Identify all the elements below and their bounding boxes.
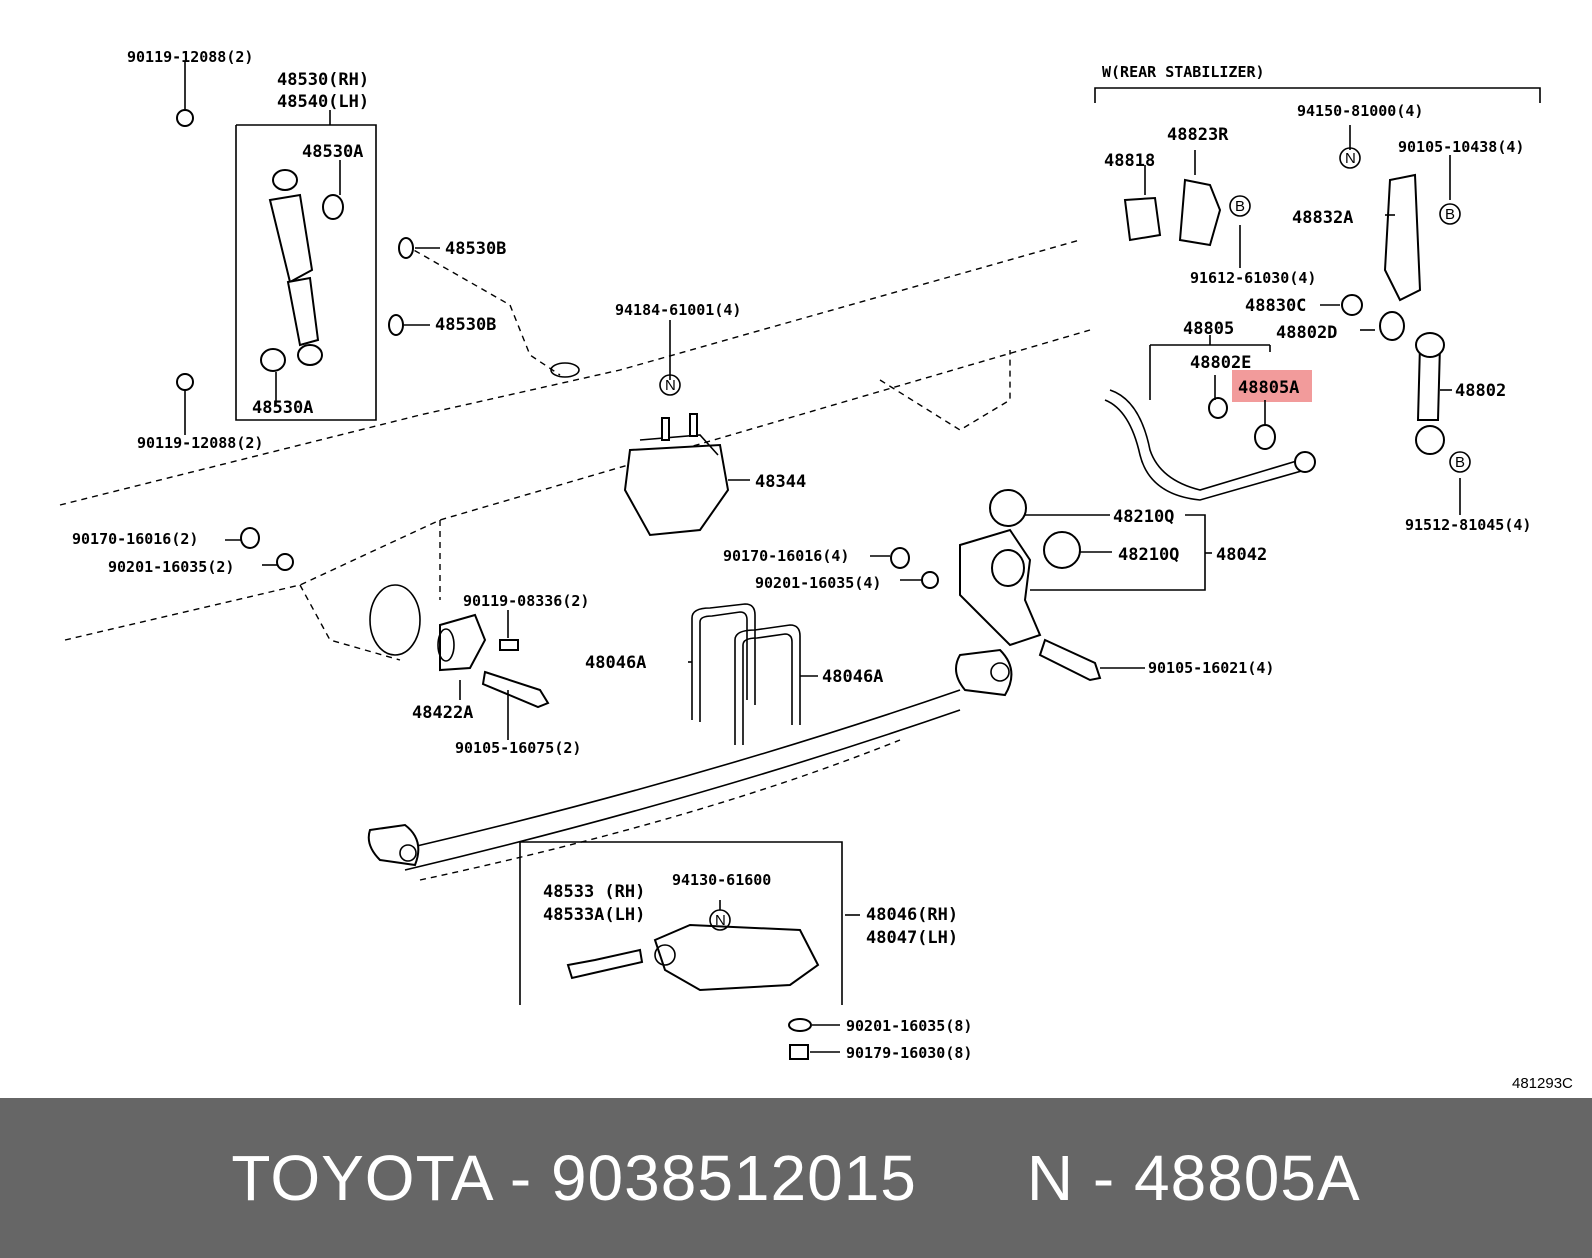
marker-b-91612: B (1235, 198, 1245, 215)
marker-n-94130: N (715, 912, 726, 929)
caption-part-number: TOYOTA - 9038512015 (231, 1142, 917, 1214)
label-48540-lh: 48540(LH) (277, 92, 369, 112)
label-94130-61600: 94130-61600 (672, 871, 771, 889)
label-48042: 48042 (1216, 545, 1267, 565)
highlight-box (1232, 370, 1312, 402)
marker-n-94150: N (1345, 150, 1356, 167)
label-48422a: 48422A (412, 703, 473, 723)
label-48344: 48344 (755, 472, 806, 492)
label-48802e: 48802E (1190, 353, 1251, 373)
label-91512-81045: 91512-81045(4) (1405, 516, 1531, 534)
shock-absorber (176, 109, 414, 421)
label-48832a: 48832A (1292, 208, 1353, 228)
label-48530b-1: 48530B (445, 239, 506, 259)
label-90179-16030: 90179-16030(8) (846, 1044, 972, 1062)
u-bolts (691, 603, 801, 745)
label-48533-rh: 48533 (RH) (543, 882, 645, 902)
leader-lines (184, 62, 1461, 1053)
chassis-frame (59, 239, 1091, 661)
label-90170-16016-mid: 90170-16016(4) (723, 547, 849, 565)
part-labels: 90119-12088(2) 48530(RH) 48540(LH) 48530… (72, 48, 1573, 1092)
markers: N N N B B B (659, 147, 1471, 931)
label-48805a: 48805A (1238, 378, 1299, 398)
bump-stopper (623, 413, 730, 537)
label-90105-16075: 90105-16075(2) (455, 739, 581, 757)
stabilizer-group (1094, 87, 1541, 501)
label-48805: 48805 (1183, 319, 1234, 339)
parts-diagram: N N N B B B 90119-12088(2) 48530(RH) 485… (59, 48, 1573, 1092)
label-90105-16021: 90105-16021(4) (1148, 659, 1274, 677)
label-48530b-2: 48530B (435, 315, 496, 335)
label-90201-16035-left: 90201-16035(2) (108, 558, 234, 576)
marker-b-90105: B (1445, 206, 1455, 223)
label-48047-lh: 48047(LH) (866, 928, 958, 948)
bracket-48422A (437, 613, 550, 709)
label-48530a-top: 48530A (302, 142, 363, 162)
spring-shackle (240, 489, 1102, 682)
caption-bar: TOYOTA - 9038512015 N - 48805A (0, 1098, 1592, 1258)
label-90105-10438: 90105-10438(4) (1398, 138, 1524, 156)
label-90201-16035-bottom: 90201-16035(8) (846, 1017, 972, 1035)
label-48210q-1: 48210Q (1113, 507, 1174, 527)
label-48530a-bottom: 48530A (252, 398, 313, 418)
spring-seat-group (519, 841, 843, 1060)
label-91612-61030: 91612-61030(4) (1190, 269, 1316, 287)
marker-n-94184: N (665, 377, 676, 394)
label-48818: 48818 (1104, 151, 1155, 171)
label-48802: 48802 (1455, 381, 1506, 401)
label-90170-16016-left: 90170-16016(2) (72, 530, 198, 548)
label-48530-rh: 48530(RH) (277, 70, 369, 90)
label-48046a-2: 48046A (822, 667, 883, 687)
label-94184-61001: 94184-61001(4) (615, 301, 741, 319)
label-48830c: 48830C (1245, 296, 1306, 316)
leaf-spring (367, 648, 1013, 881)
label-48802d: 48802D (1276, 323, 1337, 343)
label-48046-rh: 48046(RH) (866, 905, 958, 925)
label-90119-08336: 90119-08336(2) (463, 592, 589, 610)
label-48046a-1: 48046A (585, 653, 646, 673)
figure-reference: 481293C (1512, 1075, 1573, 1092)
label-90201-16035-mid: 90201-16035(4) (755, 574, 881, 592)
label-90119-12088-top: 90119-12088(2) (127, 48, 253, 66)
label-48823r: 48823R (1167, 125, 1229, 145)
marker-b-91512: B (1455, 454, 1465, 471)
label-48533a-lh: 48533A(LH) (543, 905, 645, 925)
label-48210q-2: 48210Q (1118, 545, 1179, 565)
caption-callout: N - 48805A (1026, 1142, 1361, 1214)
group-title: W(REAR STABILIZER) (1102, 63, 1265, 81)
label-94150-81000: 94150-81000(4) (1297, 102, 1423, 120)
label-90119-12088-bottom: 90119-12088(2) (137, 434, 263, 452)
